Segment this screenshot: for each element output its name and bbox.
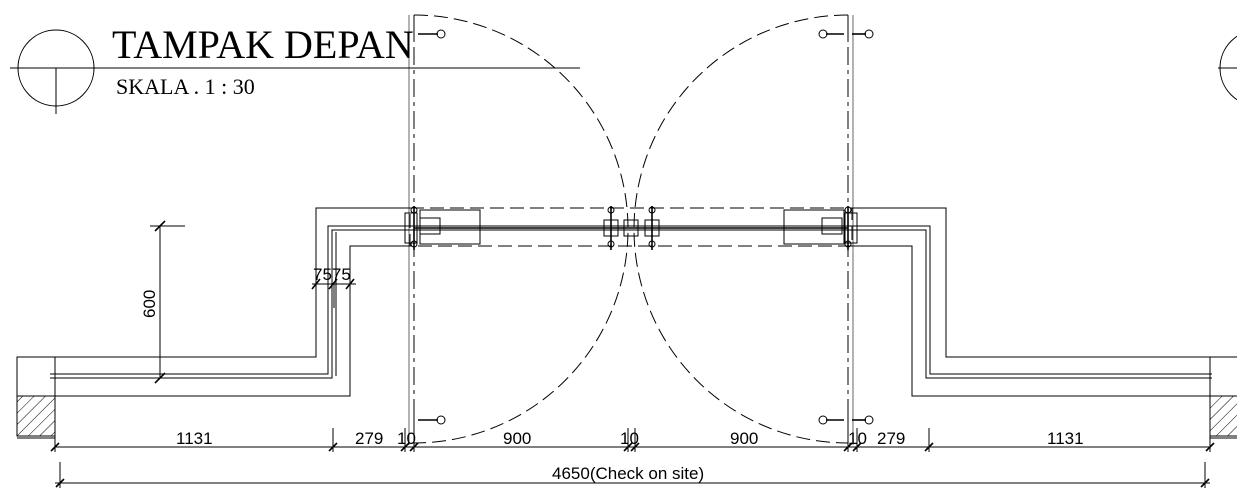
pivot-box-left: [419, 209, 481, 245]
handle-top-right: [818, 26, 874, 42]
dim-label-right-10: 10: [848, 429, 867, 448]
dim-vertical-600: 600: [140, 220, 200, 384]
next-title-circle-partial: [1218, 35, 1237, 101]
column-left: [16, 356, 56, 439]
dim-label-door-left-900: 900: [503, 429, 531, 448]
center-handle-right: [644, 206, 660, 250]
dim-label-center-10: 10: [620, 429, 639, 448]
pivot-box-right: [783, 209, 845, 245]
handle-bottom-left: [413, 412, 446, 428]
dim-label-7575: 7575: [313, 265, 351, 284]
door-swing-arcs: [413, 14, 849, 444]
dim-label-left-10: 10: [397, 429, 416, 448]
dim-label-left-279: 279: [355, 429, 383, 448]
dim-label-overall: 4650(Check on site): [552, 464, 704, 483]
hinge-left: [410, 206, 418, 250]
drawing-title: TAMPAK DEPAN: [112, 22, 414, 67]
dim-chain-bottom: 1131 279 10 900 10 900 10 279 1131: [50, 428, 1215, 452]
dim-chain-ticks: [50, 428, 1215, 452]
dim-label-right-279: 279: [877, 429, 905, 448]
dim-label-600: 600: [140, 290, 159, 318]
center-handle-left: [603, 206, 619, 250]
wall-outline: [50, 207, 1212, 397]
dim-label-door-right-900: 900: [730, 429, 758, 448]
dim-overall: 4650(Check on site): [55, 462, 1210, 488]
dim-7575: 7575: [311, 265, 356, 308]
handle-bottom-right: [818, 412, 874, 428]
door-handles: [413, 26, 874, 428]
door-leaves-plan: [404, 206, 858, 250]
drawing-scale: SKALA . 1 : 30: [116, 74, 255, 99]
dim-label-left-1131: 1131: [176, 429, 213, 448]
column-right: [1209, 356, 1237, 439]
handle-top-left: [413, 26, 446, 42]
dim-label-right-1131: 1131: [1047, 429, 1084, 448]
hinge-right: [844, 206, 852, 250]
title-block: TAMPAK DEPAN SKALA . 1 : 30: [10, 22, 580, 114]
